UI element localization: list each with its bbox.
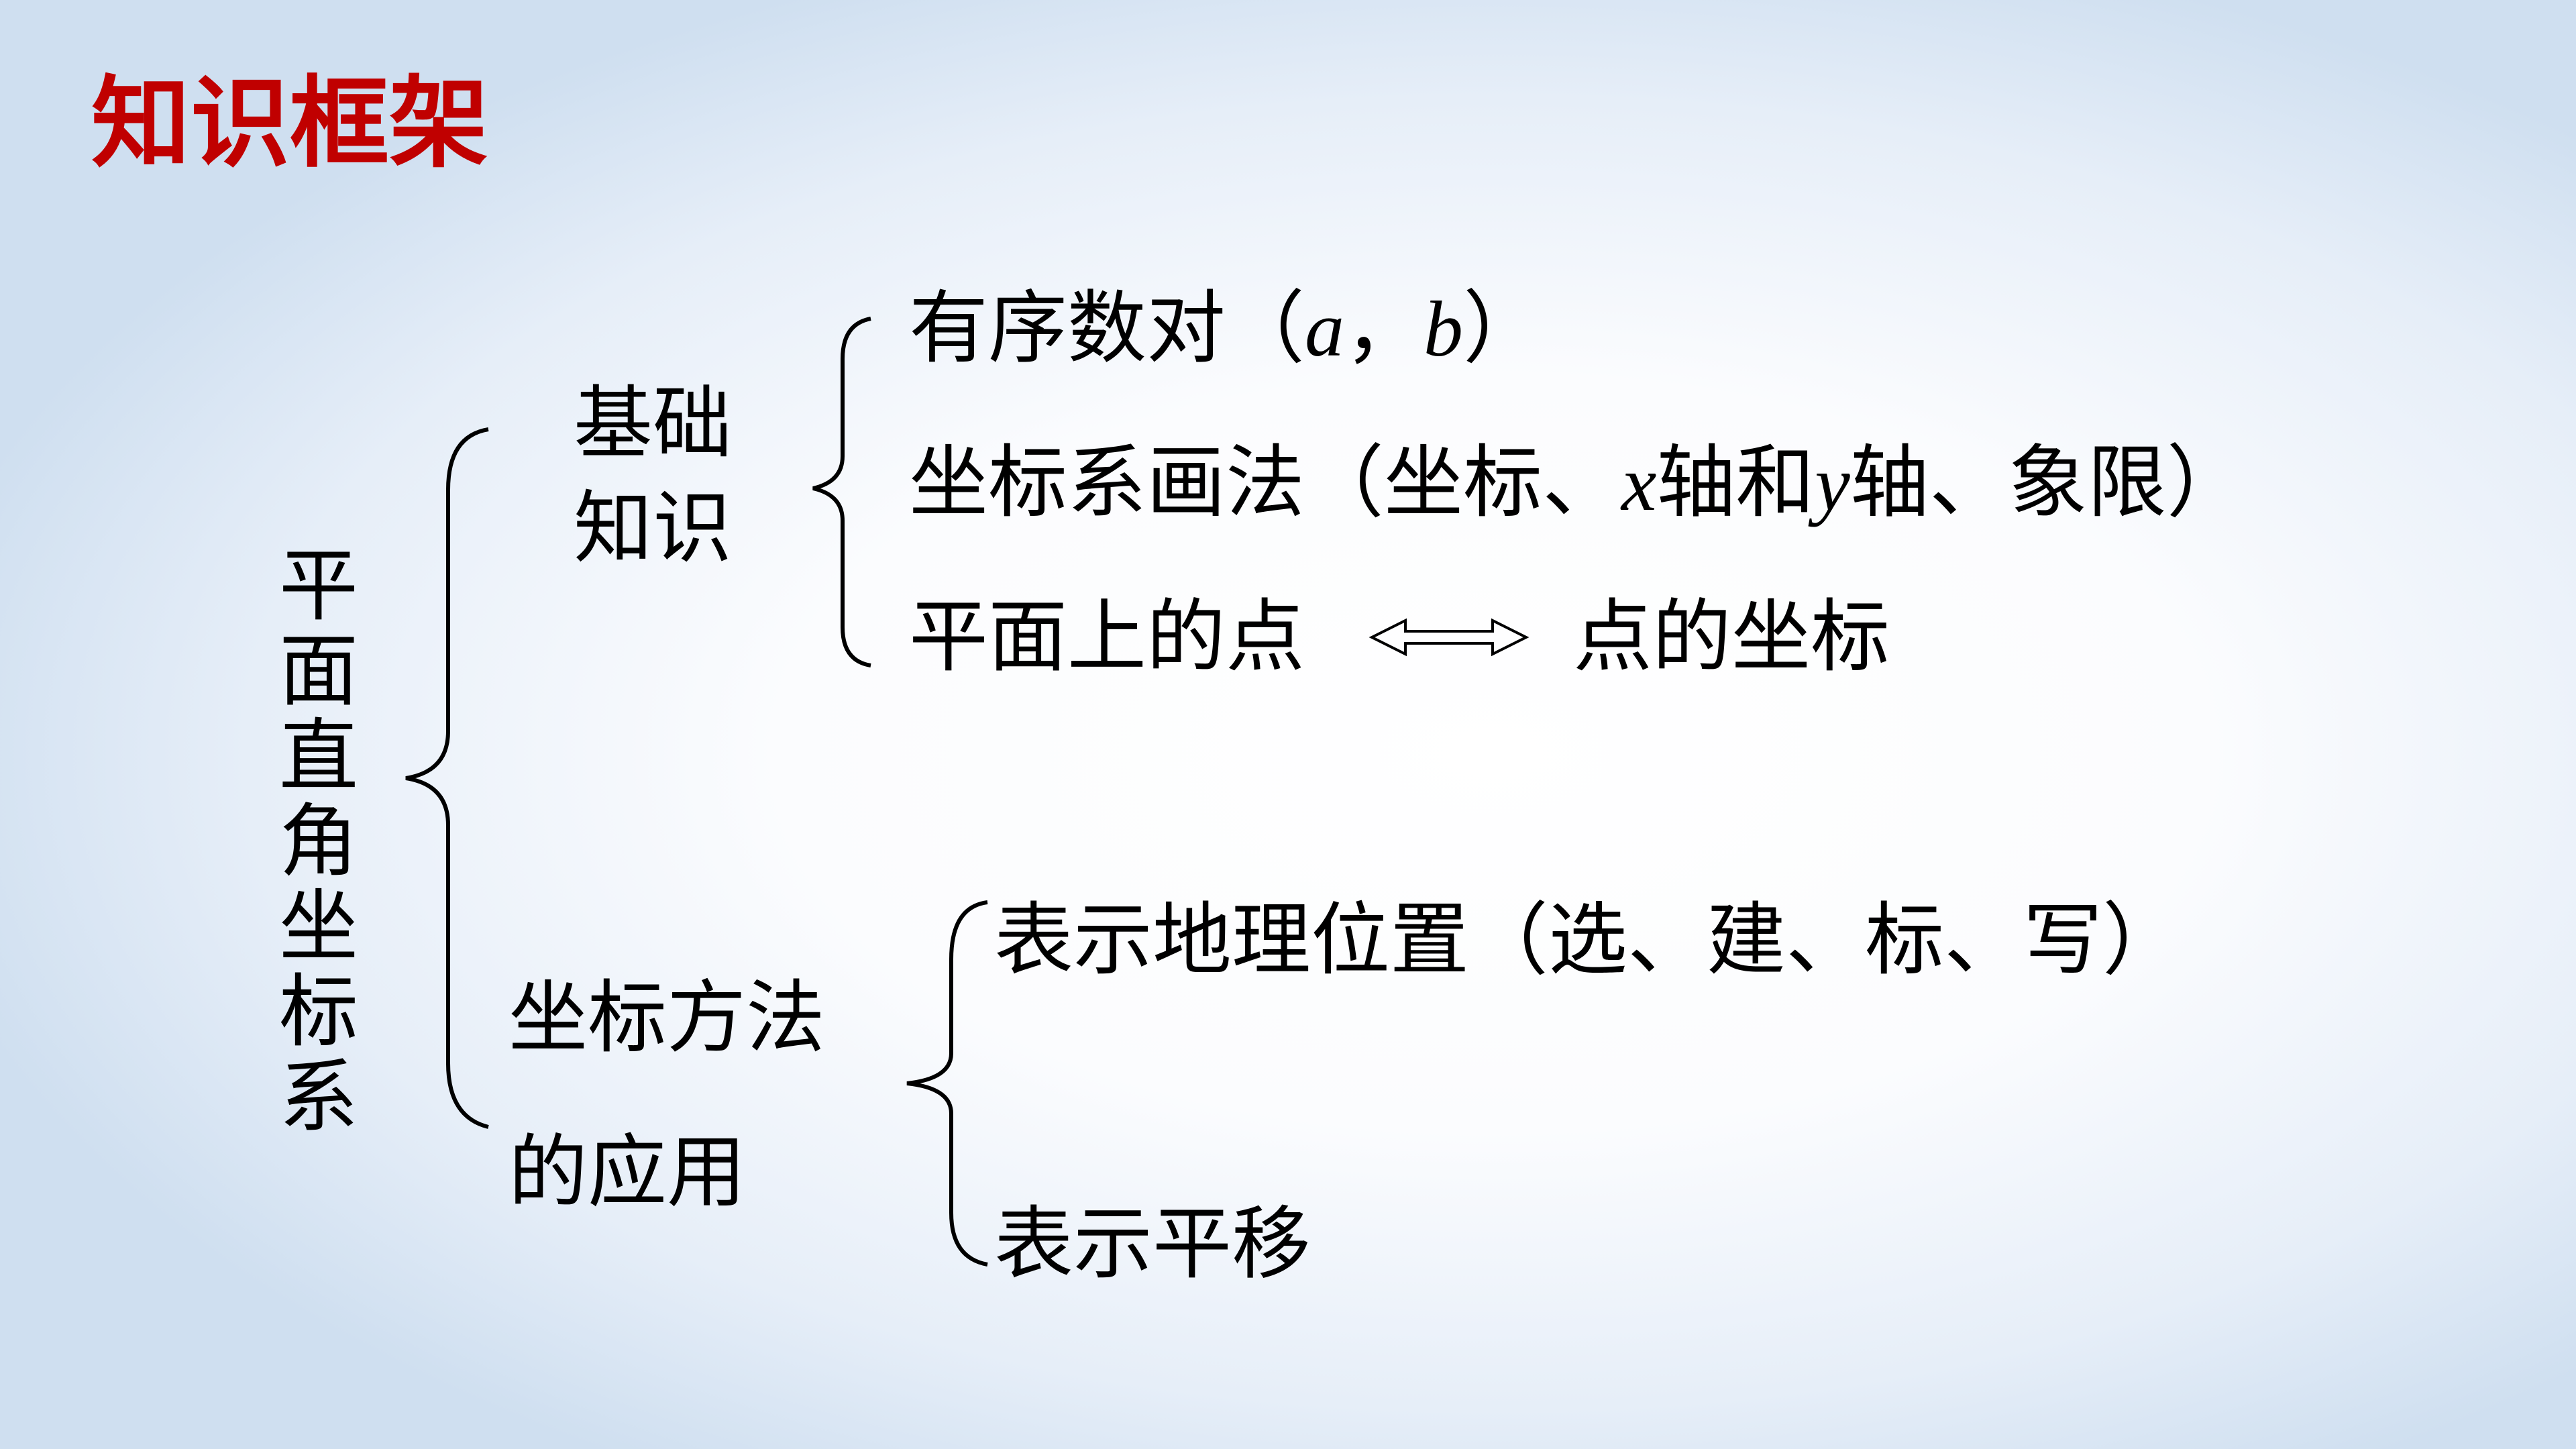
- variable-b: b: [1424, 285, 1464, 373]
- application-brace: [906, 900, 988, 1267]
- item-coordinate-drawing: 坐标系画法（坐标、x轴和y轴、象限）: [909, 436, 2246, 529]
- item-point-coordinate: 点的坐标: [1573, 590, 1890, 683]
- variable-y: y: [1815, 439, 1850, 527]
- basic-knowledge-brace: [812, 317, 871, 667]
- slide-title: 知识框架: [91, 66, 488, 181]
- root-char: 标: [278, 965, 358, 1058]
- branch-application-line1: 坐标方法: [508, 971, 826, 1064]
- root-concept-vertical: 平 面 直 角 坐 标 系: [275, 543, 362, 1140]
- item-geographic-location: 表示地理位置（选、建、标、写）: [994, 894, 2182, 986]
- root-char: 角: [278, 795, 358, 888]
- root-char: 平: [278, 539, 358, 632]
- variable-a: a: [1305, 285, 1345, 373]
- root-char: 面: [278, 625, 358, 717]
- branch-basic-knowledge-line1: 基础: [574, 377, 733, 470]
- item-plane-point: 平面上的点: [909, 590, 1305, 683]
- branch-basic-knowledge-line2: 知识: [574, 482, 733, 574]
- main-brace: [405, 427, 489, 1129]
- item-translation: 表示平移: [994, 1197, 1311, 1290]
- item-ordered-pair: 有序数对（a，b）: [909, 282, 1543, 374]
- root-char: 坐: [278, 880, 358, 973]
- variable-x: x: [1621, 439, 1657, 527]
- root-char: 系: [278, 1051, 358, 1143]
- branch-application-line2: 的应用: [508, 1126, 747, 1218]
- double-arrow-icon: [1368, 618, 1529, 657]
- root-char: 直: [278, 710, 358, 802]
